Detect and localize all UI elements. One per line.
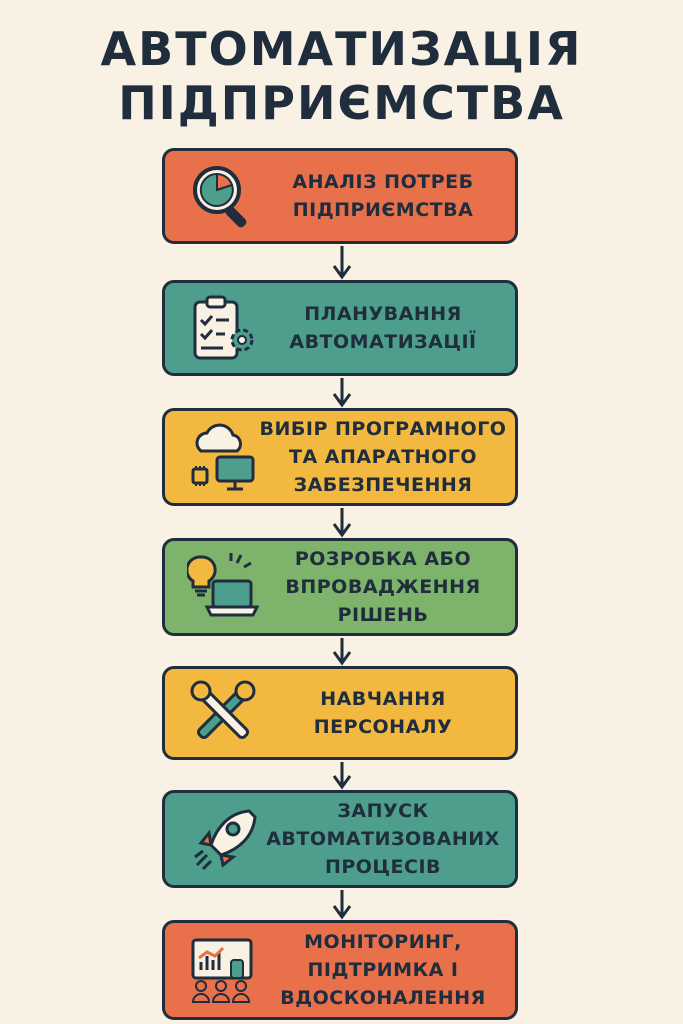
step-staff-training: НАВЧАННЯ ПЕРСОНАЛУ [162, 666, 518, 760]
magnifier-chart-icon [193, 166, 247, 228]
step-5-line-2: ПЕРСОНАЛУ [313, 716, 453, 738]
monitoring-team-icon [191, 938, 253, 1003]
clipboard-gear-icon [193, 295, 254, 360]
step-development-implementation: РОЗРОБКА АБО ВПРОВАДЖЕННЯ РІШЕНЬ [162, 538, 518, 636]
step-4-line-2: ВПРОВАДЖЕННЯ [285, 576, 481, 598]
step-software-hardware: ВИБІР ПРОГРАМНОГО ТА АПАРАТНОГО ЗАБЕЗПЕЧ… [162, 408, 518, 506]
step-6-line-2: АВТОМАТИЗОВАНИХ [266, 828, 500, 850]
step-monitoring-support: МОНІТОРИНГ, ПІДТРИМКА І ВДОСКОНАЛЕННЯ [162, 920, 518, 1020]
arrow-1-to-2 [332, 246, 352, 280]
step-3-line-3: ЗАБЕЗПЕЧЕННЯ [293, 474, 473, 496]
step-3-line-2: ТА АПАРАТНОГО [289, 446, 477, 468]
step-3-line-1: ВИБІР ПРОГРАМНОГО [259, 418, 507, 440]
arrow-6-to-7 [332, 890, 352, 920]
step-7-line-3: ВДОСКОНАЛЕННЯ [280, 987, 486, 1009]
step-launch-processes: ЗАПУСК АВТОМАТИЗОВАНИХ ПРОЦЕСІВ [162, 790, 518, 888]
arrow-3-to-4 [332, 508, 352, 538]
arrow-2-to-3 [332, 378, 352, 408]
step-automation-planning: ПЛАНУВАННЯ АВТОМАТИЗАЦІЇ [162, 280, 518, 376]
step-6-line-3: ПРОЦЕСІВ [324, 856, 442, 878]
step-4-line-3: РІШЕНЬ [337, 604, 429, 626]
rocket-icon [194, 809, 257, 871]
step-5-line-1: НАВЧАННЯ [320, 688, 446, 710]
step-1-line-2: ПІДПРИЄМСТВА [292, 199, 474, 221]
arrow-4-to-5 [332, 638, 352, 666]
arrow-5-to-6 [332, 762, 352, 790]
step-2-line-2: АВТОМАТИЗАЦІЇ [289, 331, 477, 353]
lightbulb-laptop-icon [187, 553, 259, 617]
cloud-computer-icon [191, 423, 255, 491]
step-2-line-1: ПЛАНУВАННЯ [304, 303, 462, 325]
title-line-2: ПІДПРИЄМСТВА [118, 76, 565, 130]
page-title: АВТОМАТИЗАЦІЯ ПІДПРИЄМСТВА [0, 22, 683, 130]
wrench-screwdriver-icon [190, 680, 256, 740]
step-7-line-2: ПІДТРИМКА І [307, 959, 459, 981]
title-line-1: АВТОМАТИЗАЦІЯ [100, 22, 583, 76]
step-6-line-1: ЗАПУСК [337, 800, 429, 822]
step-4-line-1: РОЗРОБКА АБО [294, 548, 472, 570]
step-1-line-1: АНАЛІЗ ПОТРЕБ [292, 171, 474, 193]
step-needs-analysis: АНАЛІЗ ПОТРЕБ ПІДПРИЄМСТВА [162, 148, 518, 244]
step-7-line-1: МОНІТОРИНГ, [304, 931, 462, 953]
